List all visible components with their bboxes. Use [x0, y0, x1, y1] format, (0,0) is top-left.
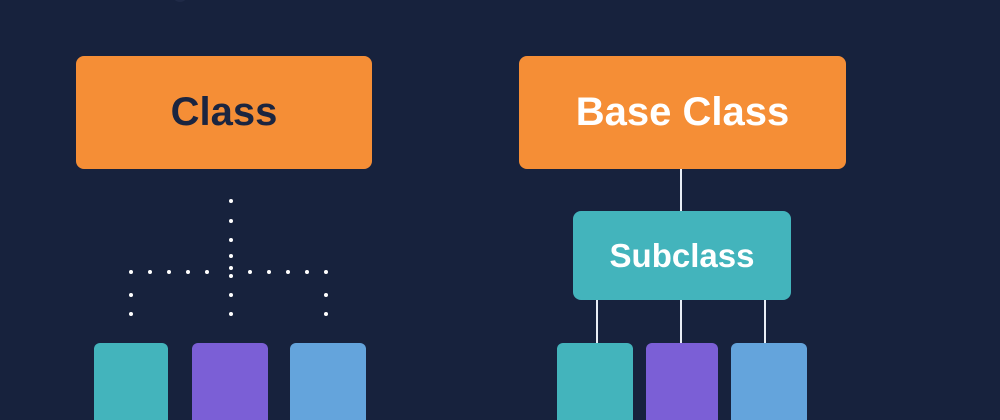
- dot-row-10: [305, 270, 309, 274]
- left-leaf-purple: [192, 343, 268, 420]
- class-label: Class: [170, 90, 278, 134]
- subclass-label: Subclass: [609, 236, 755, 274]
- dot-row-1: [129, 270, 133, 274]
- dot-left-drop-2: [129, 312, 133, 316]
- dot-right-drop-2: [324, 312, 328, 316]
- dot-stem-5: [229, 274, 233, 278]
- dot-row-6: [229, 266, 233, 270]
- dot-row-7: [248, 270, 252, 274]
- right-leaf-teal: [557, 343, 633, 420]
- left-leaf-blue: [290, 343, 366, 420]
- dot-stem-3: [229, 238, 233, 242]
- dot-stem-7: [229, 312, 233, 316]
- dot-right-drop-1: [324, 293, 328, 297]
- base-class-box: Base Class: [519, 56, 846, 169]
- dot-row-8: [267, 270, 271, 274]
- right-leaf-purple: [646, 343, 718, 420]
- right-leaf-blue: [731, 343, 807, 420]
- dot-row-2: [148, 270, 152, 274]
- top-edge-mark: [172, 0, 188, 2]
- dot-row-9: [286, 270, 290, 274]
- class-box: Class: [76, 56, 372, 169]
- subclass-to-leaf-line-1: [596, 300, 598, 343]
- base-class-label: Base Class: [575, 90, 790, 134]
- subclass-to-leaf-line-3: [764, 300, 766, 343]
- dot-stem-2: [229, 219, 233, 223]
- subclass-to-leaf-line-2: [680, 300, 682, 343]
- left-leaf-teal: [94, 343, 168, 420]
- dot-row-3: [167, 270, 171, 274]
- dot-row-11: [324, 270, 328, 274]
- base-to-subclass-line: [680, 169, 682, 211]
- dot-stem-1: [229, 199, 233, 203]
- dot-stem-6: [229, 293, 233, 297]
- dot-stem-4: [229, 254, 233, 258]
- subclass-box: Subclass: [573, 211, 791, 300]
- dot-row-4: [186, 270, 190, 274]
- dot-row-5: [205, 270, 209, 274]
- dot-left-drop-1: [129, 293, 133, 297]
